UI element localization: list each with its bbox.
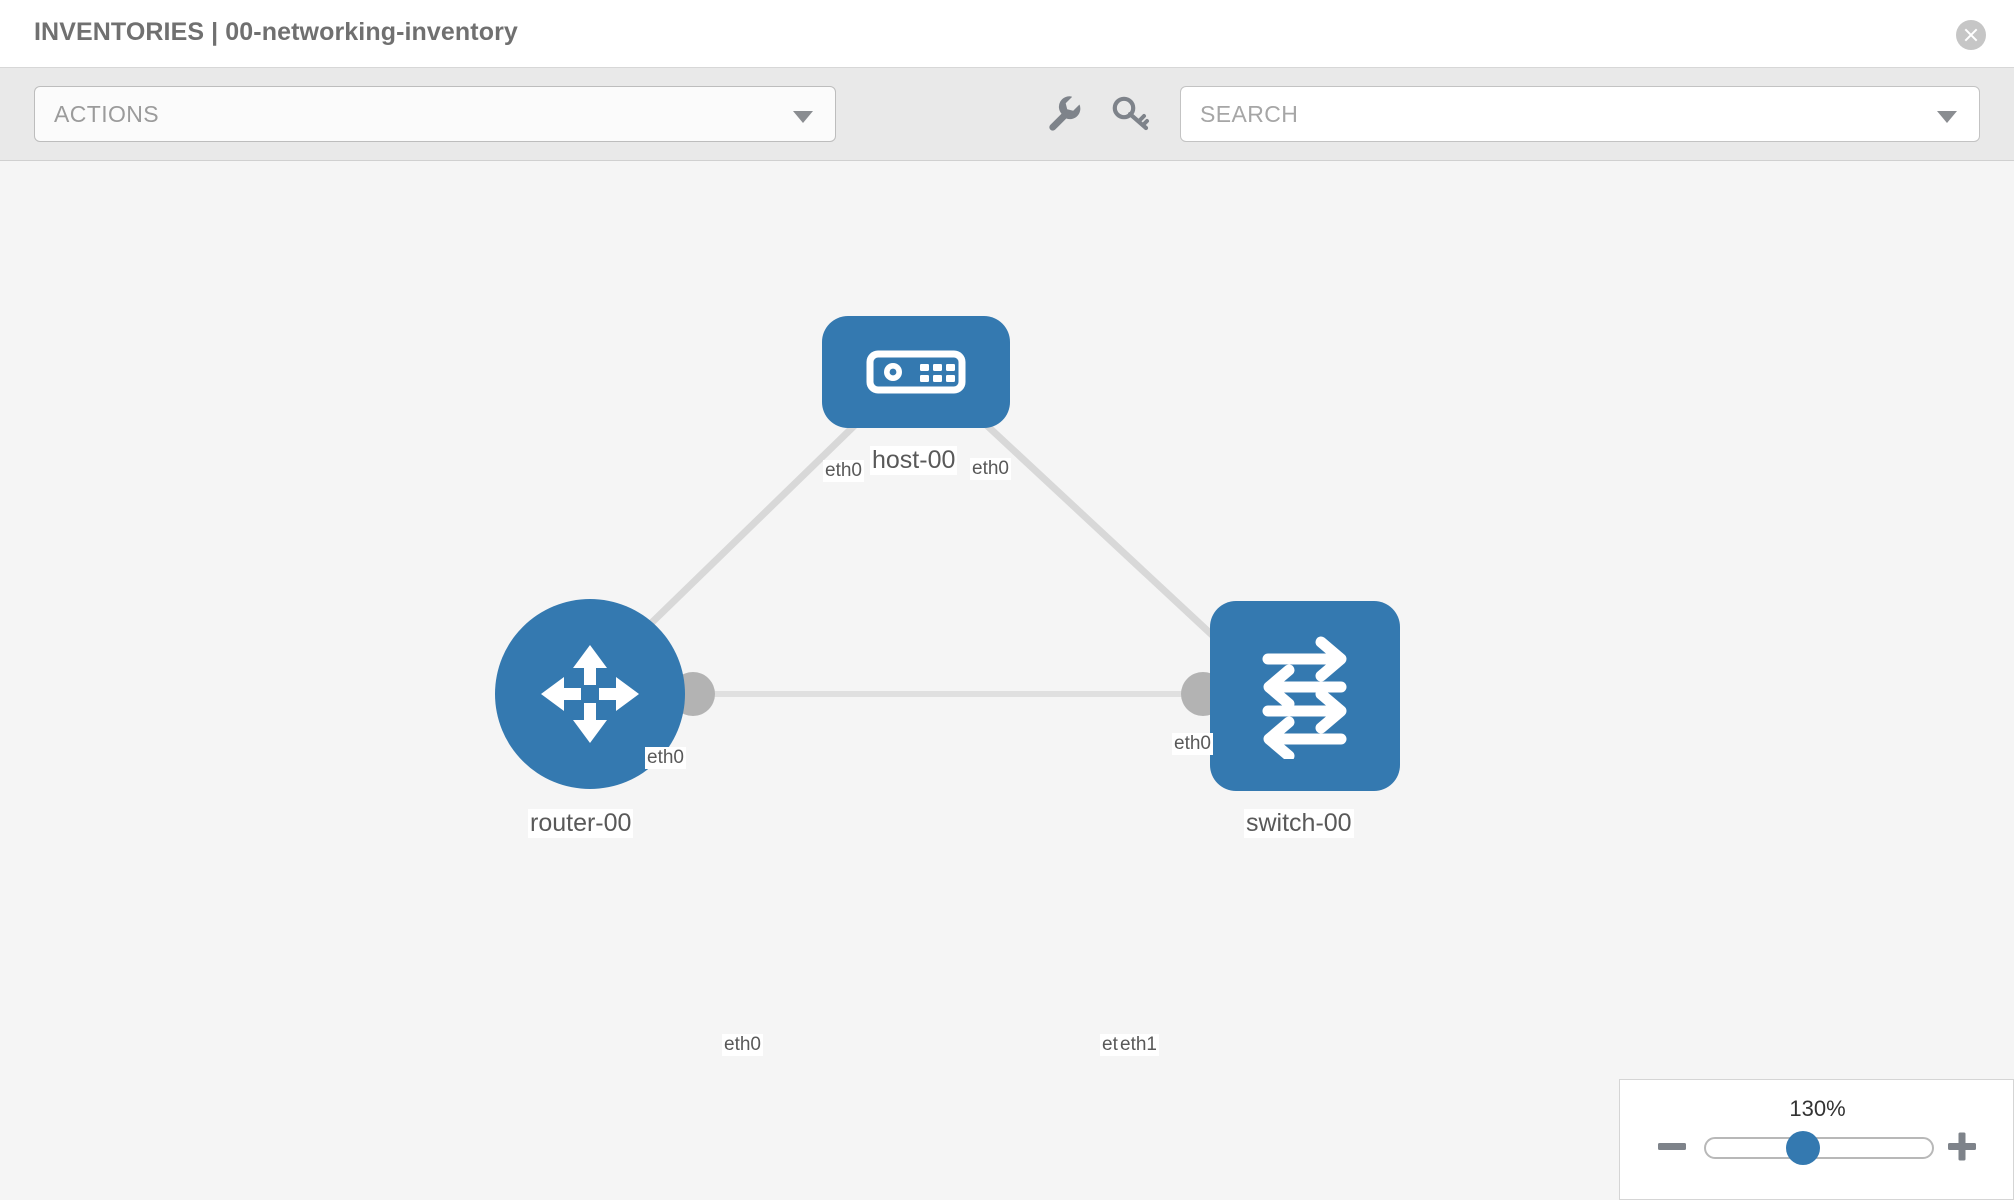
iface-label-router-eth0-right: eth0 xyxy=(722,1034,763,1056)
iface-label-host-eth0-left: eth0 xyxy=(823,460,864,482)
minus-icon[interactable] xyxy=(1654,1128,1690,1164)
node-label-router-00: router-00 xyxy=(528,809,634,838)
actions-dropdown[interactable]: ACTIONS xyxy=(34,86,836,142)
chevron-down-icon[interactable] xyxy=(1937,111,1957,123)
zoom-percent-label: 130% xyxy=(1789,1096,1846,1121)
key-icon[interactable] xyxy=(1108,90,1154,136)
link-lines xyxy=(599,390,1243,674)
switch-arrows-icon xyxy=(1262,636,1347,759)
page-header: INVENTORIES | 00-networking-inventory xyxy=(0,0,2014,68)
close-icon[interactable] xyxy=(1956,20,1986,50)
link-host-switch[interactable] xyxy=(949,390,1243,664)
page-title: INVENTORIES | 00-networking-inventory xyxy=(34,18,518,46)
router-arrows-icon xyxy=(541,645,639,743)
iface-label-switch-eth0-up: eth0 xyxy=(1172,733,1213,755)
iface-label-switch-eth1-left: eth1 xyxy=(1118,1034,1159,1056)
actions-dropdown-label: ACTIONS xyxy=(54,101,160,127)
toolbar: ACTIONS SEARCH xyxy=(0,68,2014,161)
server-icon xyxy=(866,350,966,394)
node-host-00[interactable] xyxy=(822,316,1010,428)
node-switch-00[interactable] xyxy=(1210,601,1400,791)
node-label-switch-00: switch-00 xyxy=(1244,809,1354,838)
iface-label-router-eth0-up: eth0 xyxy=(645,747,686,769)
topology-links-layer xyxy=(599,365,1259,716)
plus-icon[interactable] xyxy=(1944,1128,1980,1164)
node-label-host-00: host-00 xyxy=(870,446,958,475)
zoom-slider-thumb[interactable] xyxy=(1786,1131,1820,1165)
search-placeholder: SEARCH xyxy=(1200,101,1299,127)
chevron-down-icon xyxy=(793,111,813,123)
zoom-control-panel: 130% xyxy=(1619,1079,2014,1200)
iface-label-host-eth0-right: eth0 xyxy=(970,458,1011,480)
search-input[interactable]: SEARCH xyxy=(1180,86,1980,142)
wrench-icon[interactable] xyxy=(1040,90,1086,136)
topology-canvas[interactable]: host-00 eth0 eth0 router-00 eth0 eth0 xyxy=(0,161,2014,1200)
